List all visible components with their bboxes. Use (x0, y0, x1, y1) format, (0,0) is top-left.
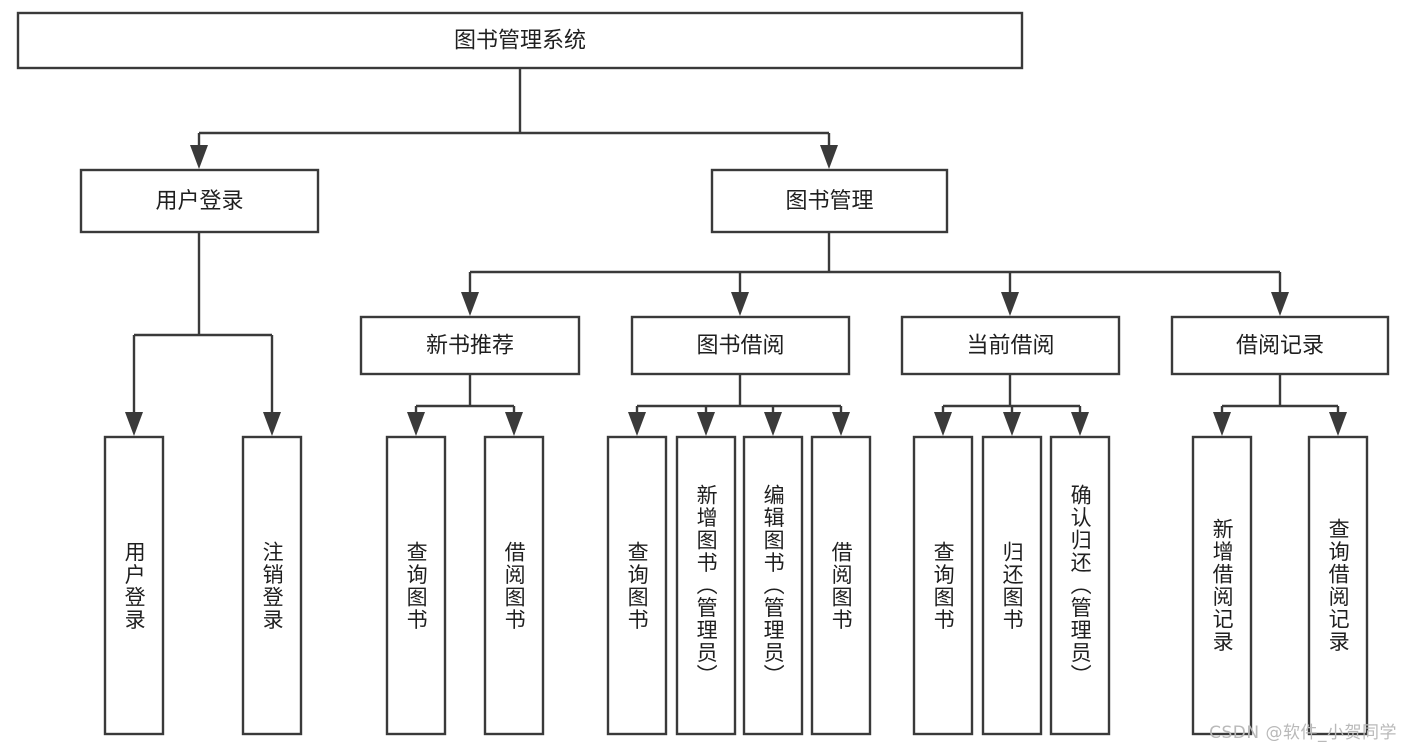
connector-book-borrow (628, 374, 850, 436)
node-label-book-manage: 图书管理 (785, 189, 873, 214)
node-box-leaf-add-record[interactable] (1191, 435, 1253, 736)
node-label-new-book-recommend: 新书推荐 (426, 334, 514, 359)
node-box-borrow-record[interactable] (1170, 315, 1390, 376)
node-label-borrow-record: 借阅记录 (1236, 334, 1324, 359)
node-label-current-borrow: 当前借阅 (966, 334, 1054, 359)
node-box-leaf-borrow-book-2[interactable] (810, 435, 872, 736)
node-box-leaf-return-book[interactable] (981, 435, 1043, 736)
node-label-book-borrow: 图书借阅 (696, 334, 784, 359)
node-box-leaf-borrow-book-1[interactable] (483, 435, 545, 736)
node-box-new-book-recommend[interactable] (359, 315, 581, 376)
node-box-leaf-confirm-return[interactable] (1049, 435, 1111, 736)
node-box-leaf-edit-book[interactable] (742, 435, 804, 736)
node-box-leaf-query-book-2[interactable] (606, 435, 668, 736)
node-label-root: 图书管理系统 (454, 29, 586, 54)
node-box-leaf-query-book-3[interactable] (912, 435, 974, 736)
watermark: CSDN @软件_小贺同学 (1209, 723, 1397, 743)
connector-borrow-record (1213, 374, 1347, 436)
node-box-leaf-logout[interactable] (241, 435, 303, 736)
node-box-user-login[interactable] (79, 168, 320, 234)
connector-layer (125, 68, 1347, 436)
node-box-root[interactable] (16, 11, 1024, 70)
node-box-book-borrow[interactable] (630, 315, 851, 376)
connector-new-book-recommend (407, 374, 523, 436)
node-box-book-manage[interactable] (710, 168, 949, 234)
connector-current-borrow (934, 374, 1089, 436)
node-box-leaf-query-book-1[interactable] (385, 435, 447, 736)
node-box-leaf-query-record[interactable] (1307, 435, 1369, 736)
node-box-leaf-user-login[interactable] (103, 435, 165, 736)
connector-book-manage (461, 232, 1289, 316)
node-label-user-login: 用户登录 (155, 189, 243, 214)
node-layer (16, 11, 1390, 736)
node-box-leaf-add-book[interactable] (675, 435, 737, 736)
node-box-current-borrow[interactable] (900, 315, 1121, 376)
connector-root (190, 68, 838, 169)
connector-user-login (125, 232, 281, 436)
